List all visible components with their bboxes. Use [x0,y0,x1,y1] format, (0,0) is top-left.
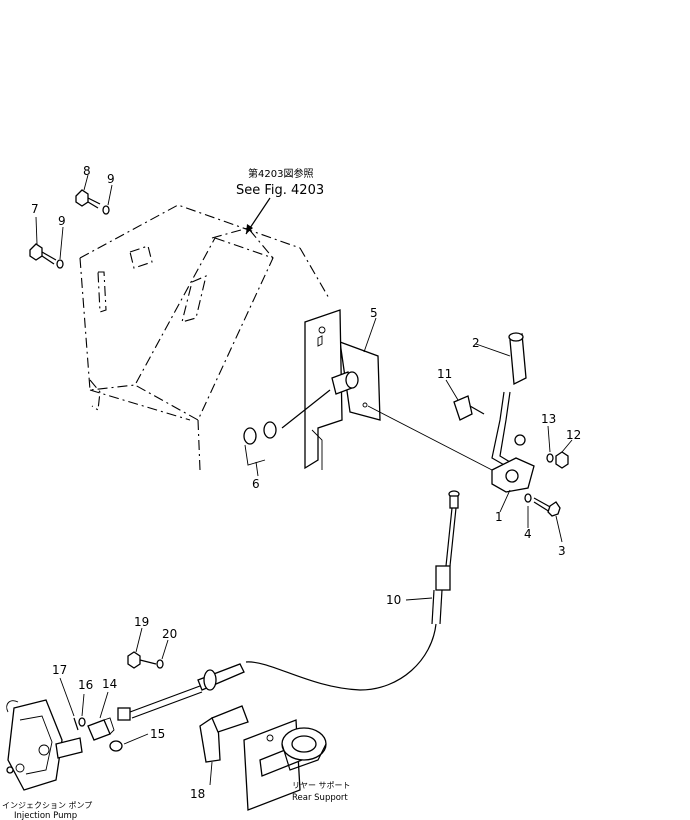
callout-14: 14 [102,677,117,691]
injection-pump [6,699,83,791]
reference-en: See Fig. 4203 [236,183,324,198]
pin-15 [109,733,149,752]
callout-5: 5 [370,306,378,320]
callout-1: 1 [495,510,503,524]
washer-9-top [102,184,113,215]
bracket-18 [199,705,249,786]
callout-17: 17 [52,663,67,677]
cover-panel [79,204,331,471]
cable-10 [245,490,460,691]
washer-13 [546,425,554,463]
washer-16 [78,693,86,727]
callout-11: 11 [437,367,452,381]
callout-15: 15 [150,727,165,741]
callout-4: 4 [524,527,532,541]
callout-2: 2 [472,336,480,350]
callout-13: 13 [541,412,556,426]
washer-4 [524,493,532,528]
link-line [367,405,493,471]
injection-pump-label-en: Injection Pump [14,811,77,820]
joint-11 [445,379,485,421]
reference-arrowhead [246,224,253,234]
reference-note: 第4203図参照 See Fig. 4203 [236,167,324,235]
callout-12: 12 [566,428,581,442]
callout-19: 19 [134,615,149,629]
bolt-3 [533,497,563,543]
text-labels: インジェクション ポンプ Injection Pump リヤー サポート Rea… [2,781,351,820]
injection-pump-label-jp: インジェクション ポンプ [2,801,92,810]
rear-support-label-jp: リヤー サポート [292,781,351,790]
callout-20: 20 [162,627,177,641]
callout-9-top: 9 [107,172,115,186]
callout-7: 7 [31,202,39,216]
callout-8: 8 [83,164,91,178]
cable-end [117,663,245,721]
callout-9-left: 9 [58,214,66,228]
rear-support-label-en: Rear Support [292,793,348,803]
bolt-8 [75,174,101,209]
washer-20 [156,639,169,669]
callout-18: 18 [190,787,205,801]
grip-2 [475,332,527,386]
callout-16: 16 [78,678,93,692]
callout-3: 3 [558,544,566,558]
bushing-6 [243,371,359,477]
joint-14 [87,691,115,741]
lever-1 [491,391,535,513]
bracket-5 [304,309,381,470]
callout-numbers: 1 2 3 4 5 6 7 8 9 9 10 11 12 13 14 15 16… [31,164,581,801]
nut-12 [555,439,573,469]
bolt-7 [29,216,57,265]
rear-support [243,719,327,811]
washer-9-left [56,226,64,269]
callout-10: 10 [386,593,401,607]
bolt-19 [127,627,157,669]
reference-jp: 第4203図参照 [248,167,313,180]
callout-6: 6 [252,477,260,491]
pin-17 [59,677,79,731]
